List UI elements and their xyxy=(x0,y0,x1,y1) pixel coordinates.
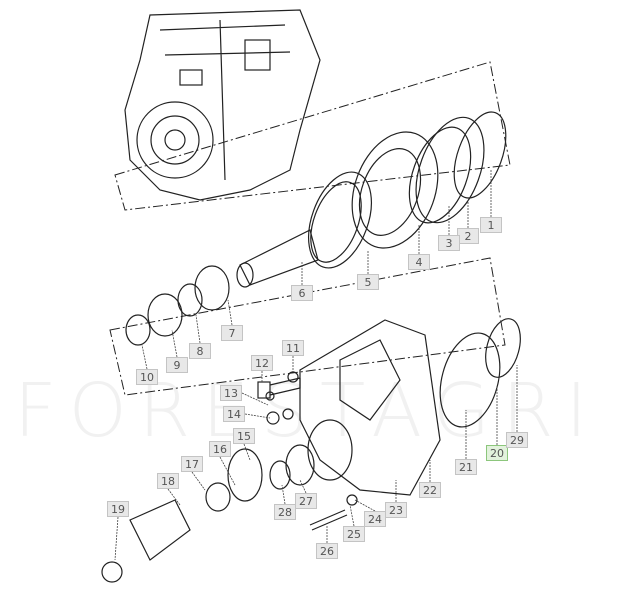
part-label-20[interactable]: 20 xyxy=(486,445,508,461)
watermark: FORESTAGRI xyxy=(14,368,600,454)
part-label-1[interactable]: 1 xyxy=(480,217,502,233)
part-label-29[interactable]: 29 xyxy=(506,432,528,448)
part-label-11[interactable]: 11 xyxy=(282,340,304,356)
part-label-2[interactable]: 2 xyxy=(457,228,479,244)
rings-upper xyxy=(125,111,507,346)
part-label-27[interactable]: 27 xyxy=(295,493,317,509)
part-label-14[interactable]: 14 xyxy=(223,406,245,422)
part-label-23[interactable]: 23 xyxy=(385,502,407,518)
part-label-28[interactable]: 28 xyxy=(274,504,296,520)
part-label-24[interactable]: 24 xyxy=(364,511,386,527)
part-label-16[interactable]: 16 xyxy=(209,441,231,457)
part-label-10[interactable]: 10 xyxy=(136,369,158,385)
part-label-12[interactable]: 12 xyxy=(251,355,273,371)
part-label-26[interactable]: 26 xyxy=(316,543,338,559)
part-label-18[interactable]: 18 xyxy=(157,473,179,489)
part-label-8[interactable]: 8 xyxy=(189,343,211,359)
leader-lines xyxy=(114,170,518,561)
part-label-5[interactable]: 5 xyxy=(357,274,379,290)
part-label-22[interactable]: 22 xyxy=(419,482,441,498)
gearbox-housing xyxy=(124,9,321,201)
part-label-7[interactable]: 7 xyxy=(221,325,243,341)
pto-housing xyxy=(101,318,521,583)
part-label-9[interactable]: 9 xyxy=(166,357,188,373)
part-label-4[interactable]: 4 xyxy=(408,254,430,270)
part-label-3[interactable]: 3 xyxy=(438,235,460,251)
part-label-15[interactable]: 15 xyxy=(233,428,255,444)
part-label-17[interactable]: 17 xyxy=(181,456,203,472)
part-label-6[interactable]: 6 xyxy=(291,285,313,301)
part-label-25[interactable]: 25 xyxy=(343,526,365,542)
part-label-19[interactable]: 19 xyxy=(107,501,129,517)
part-label-13[interactable]: 13 xyxy=(220,385,242,401)
part-label-21[interactable]: 21 xyxy=(455,459,477,475)
